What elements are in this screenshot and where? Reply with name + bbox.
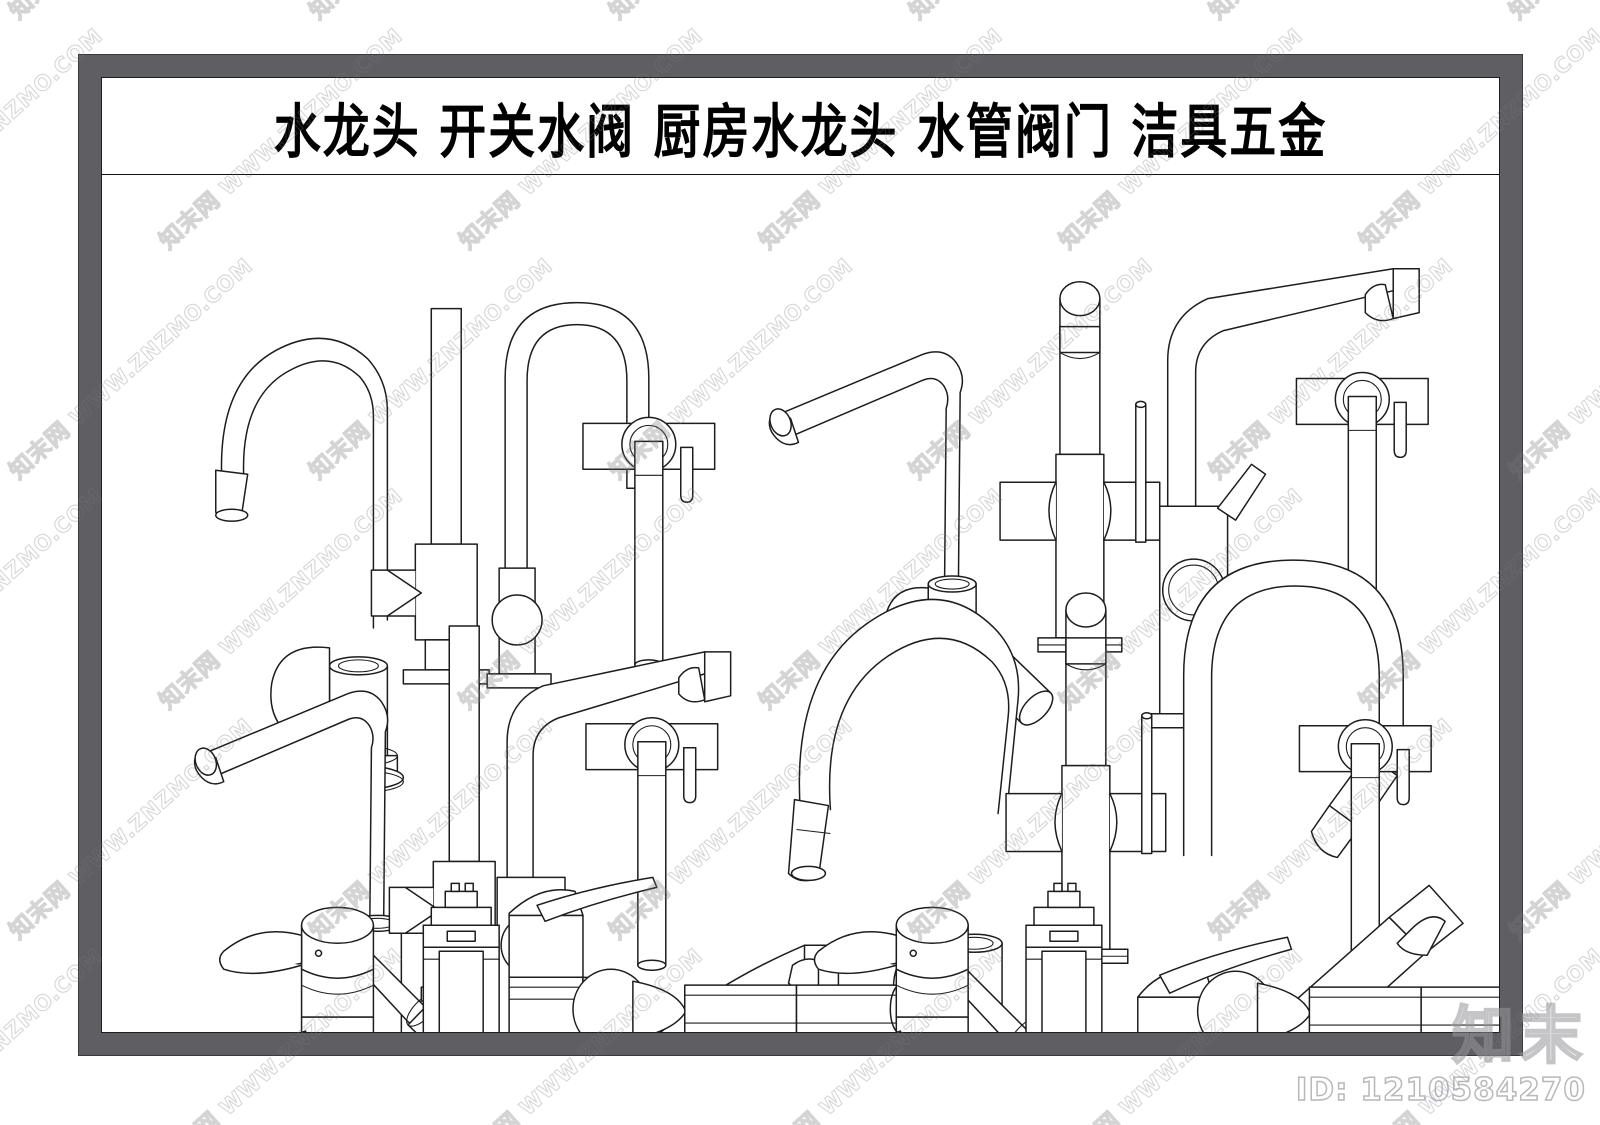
cad-drawing-frame: 水龙头 开关水阀 厨房水龙头 水管阀门 洁具五金 .ln{fill:none;s… xyxy=(78,54,1523,1056)
block-wall-mounted-faucet-front[interactable] xyxy=(582,416,716,671)
watermark-text: 知末网 WWW.ZNZMO.COM xyxy=(0,0,259,25)
watermark-text: 知末网 WWW.ZNZMO.COM xyxy=(600,0,859,25)
block-tall-gooseneck-faucet-front[interactable] xyxy=(486,301,652,689)
brand-logo: 知末 xyxy=(1451,998,1588,1073)
faucet-blocks-svg: .ln{fill:none;stroke:#1d1d1f;stroke-widt… xyxy=(190,267,1499,1032)
block-wall-mounted-faucet-front-2[interactable] xyxy=(585,717,719,971)
watermark-text: 知末网 WWW.ZNZMO.COM xyxy=(1500,0,1600,25)
sheet-title-bar: 水龙头 开关水阀 厨房水龙头 水管阀门 洁具五金 xyxy=(102,78,1499,175)
watermark-text: 知末网 WWW.ZNZMO.COM xyxy=(900,0,1159,25)
block-deck-mount-lever-mixer-iso[interactable] xyxy=(194,906,375,1032)
cad-sheet: 水龙头 开关水阀 厨房水龙头 水管阀门 洁具五金 .ln{fill:none;s… xyxy=(101,77,1500,1033)
watermark-text: 知末网 WWW.ZNZMO.COM xyxy=(300,0,559,25)
asset-id-label: ID: 1210584270 xyxy=(1295,1071,1586,1109)
drawing-canvas: .ln{fill:none;stroke:#1d1d1f;stroke-widt… xyxy=(102,174,1499,1032)
watermark-text: 知末网 WWW.ZNZMO.COM xyxy=(1200,0,1459,25)
page-title: 水龙头 开关水阀 厨房水龙头 水管阀门 洁具五金 xyxy=(273,97,1328,167)
